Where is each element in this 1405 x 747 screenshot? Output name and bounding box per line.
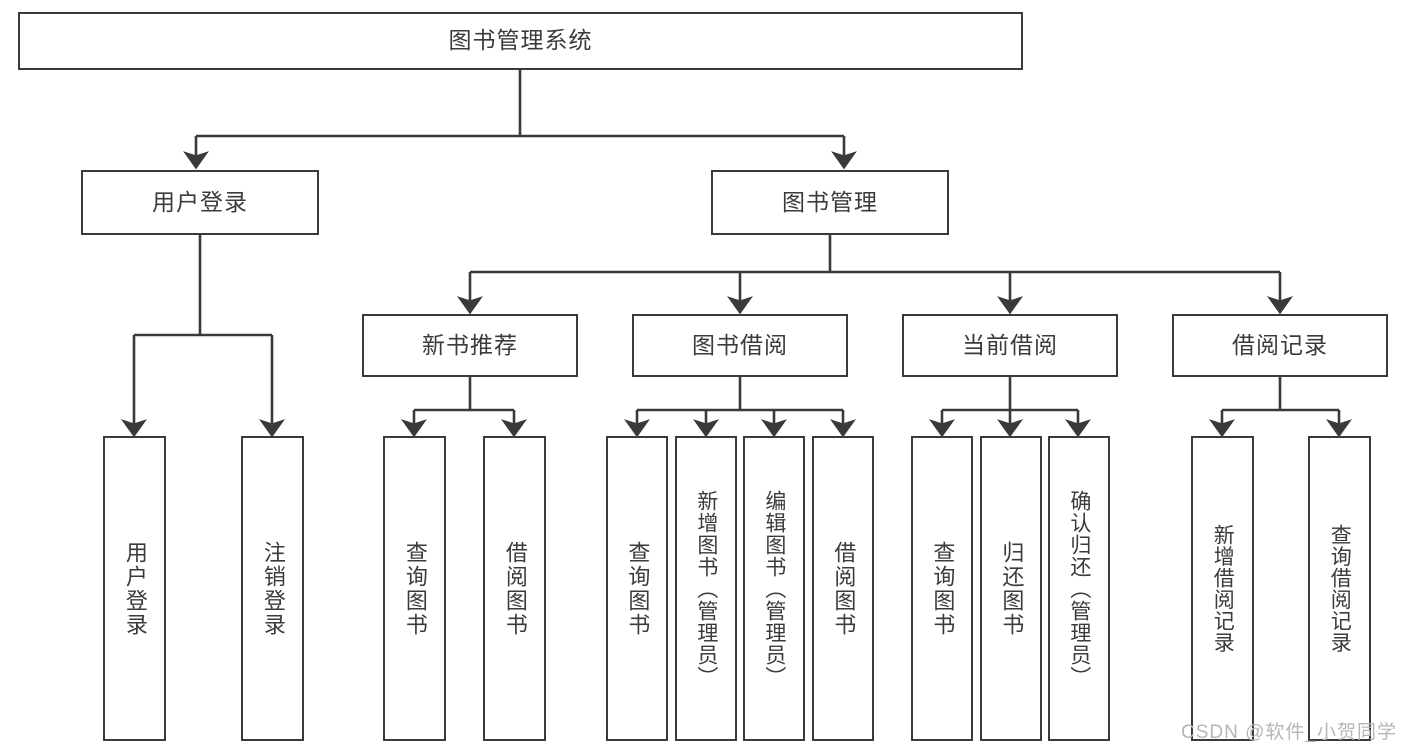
leaf-borrow-book-2[interactable]: 借阅图书 (812, 436, 874, 741)
node-user-login-label: 用户登录 (152, 188, 248, 215)
node-root-label: 图书管理系统 (448, 27, 593, 54)
leaf-query-book-1[interactable]: 查询图书 (383, 436, 446, 741)
leaf-query-book-1-label: 查询图书 (402, 540, 428, 637)
node-new-book-recommend[interactable]: 新书推荐 (362, 314, 578, 377)
leaf-return-book[interactable]: 归还图书 (980, 436, 1042, 741)
leaf-borrow-book-1[interactable]: 借阅图书 (483, 436, 546, 741)
node-borrow-record-label: 借阅记录 (1232, 331, 1328, 358)
leaf-confirm-return-label: 确认归还（管理员） (1067, 489, 1091, 688)
leaf-query-book-3[interactable]: 查询图书 (911, 436, 973, 741)
node-book-borrow-label: 图书借阅 (692, 331, 788, 358)
leaf-user-logout-label: 注销登录 (260, 540, 286, 637)
leaf-add-record[interactable]: 新增借阅记录 (1191, 436, 1254, 741)
node-book-borrow[interactable]: 图书借阅 (632, 314, 848, 377)
leaf-borrow-book-1-label: 借阅图书 (502, 540, 528, 637)
node-book-manage[interactable]: 图书管理 (711, 170, 949, 235)
leaf-user-login[interactable]: 用户登录 (103, 436, 166, 741)
leaf-user-login-label: 用户登录 (122, 540, 148, 637)
node-root[interactable]: 图书管理系统 (18, 12, 1023, 70)
leaf-query-book-3-label: 查询图书 (930, 540, 956, 637)
leaf-edit-book-label: 编辑图书（管理员） (762, 489, 786, 688)
watermark: CSDN @软件_小贺同学 (1181, 722, 1397, 743)
leaf-user-logout[interactable]: 注销登录 (241, 436, 304, 741)
node-user-login[interactable]: 用户登录 (81, 170, 319, 235)
leaf-add-record-label: 新增借阅记录 (1211, 524, 1235, 653)
leaf-query-record[interactable]: 查询借阅记录 (1308, 436, 1371, 741)
node-new-book-recommend-label: 新书推荐 (422, 331, 518, 358)
leaf-confirm-return[interactable]: 确认归还（管理员） (1048, 436, 1110, 741)
leaf-add-book[interactable]: 新增图书（管理员） (675, 436, 737, 741)
leaf-borrow-book-2-label: 借阅图书 (831, 540, 857, 637)
node-borrow-record[interactable]: 借阅记录 (1172, 314, 1388, 377)
leaf-add-book-label: 新增图书（管理员） (694, 489, 718, 688)
node-current-borrow-label: 当前借阅 (962, 331, 1058, 358)
leaf-edit-book[interactable]: 编辑图书（管理员） (743, 436, 805, 741)
leaf-query-book-2[interactable]: 查询图书 (606, 436, 668, 741)
leaf-return-book-label: 归还图书 (999, 540, 1025, 637)
node-book-manage-label: 图书管理 (782, 188, 878, 215)
node-current-borrow[interactable]: 当前借阅 (902, 314, 1118, 377)
leaf-query-record-label: 查询借阅记录 (1328, 524, 1352, 653)
leaf-query-book-2-label: 查询图书 (625, 540, 651, 637)
